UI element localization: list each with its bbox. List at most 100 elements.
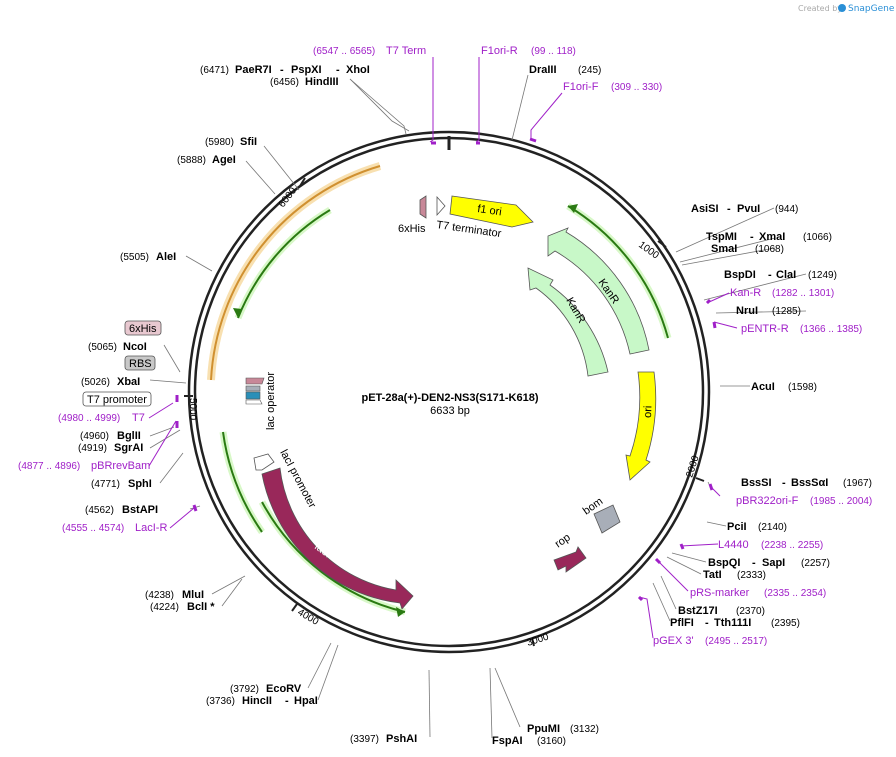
enzyme-bstapi[interactable]: BstAPI — [122, 504, 158, 516]
enzyme-sep-2: - — [336, 64, 340, 76]
kanr-inner-arrow[interactable] — [527, 267, 609, 377]
enzyme-draiii-pos: (245) — [578, 65, 601, 76]
ori-label: ori — [642, 405, 654, 418]
enzyme-bstz17i-pos: (2370) — [736, 606, 765, 617]
enzyme-sgrai-pos: (4919) — [78, 443, 107, 454]
brand-text: SnapGene — [848, 4, 895, 14]
plasmid-name: pET-28a(+)-DEN2-NS3(S171-K618) — [362, 392, 539, 404]
enzyme-tth111i[interactable]: Tth111I — [714, 617, 751, 629]
enzyme-pcii-pos: (2140) — [758, 522, 787, 533]
enzyme-agei[interactable]: AgeI — [212, 154, 236, 166]
box-6xhis[interactable] — [124, 320, 162, 336]
enzyme-bspqi[interactable]: BspQI — [708, 557, 740, 569]
enzyme-xbai-pos: (5026) — [81, 377, 110, 388]
enzyme-bcli[interactable]: BclI * — [187, 601, 215, 613]
kanr-outer-arrow[interactable] — [547, 227, 650, 355]
enzyme-alei[interactable]: AleI — [156, 251, 176, 263]
f1-ori-arrow[interactable] — [449, 195, 534, 228]
enzyme-sgrai[interactable]: SgrAI — [114, 442, 143, 454]
enzyme-xmai[interactable]: XmaI — [759, 231, 785, 243]
enzyme-fspai[interactable]: FspAI — [492, 735, 523, 747]
primer-laci-r[interactable]: LacI-R — [135, 522, 167, 534]
ori-arrow[interactable] — [625, 371, 657, 481]
enzyme-draiii[interactable]: DraIII — [529, 64, 557, 76]
enzyme-ecorv-pos: (3792) — [230, 684, 259, 695]
primer-pbrrevbam[interactable]: pBRrevBam — [91, 460, 150, 472]
primer-f1ori-r[interactable]: F1ori-R — [481, 45, 518, 57]
enzyme-ecorv[interactable]: EcoRV — [266, 683, 302, 695]
primer-l4440[interactable]: L4440 — [718, 539, 749, 551]
enzyme-ncoi[interactable]: NcoI — [123, 341, 147, 353]
primer-pentr-r-pos: (1366 .. 1385) — [800, 324, 862, 335]
enzyme-hpai[interactable]: HpaI — [294, 695, 318, 707]
enzyme-ppumi[interactable]: PpuMI — [527, 723, 560, 735]
laci-arrow[interactable] — [261, 467, 414, 610]
tick-1000-label: 1000 — [636, 240, 661, 262]
primer-f1ori-f[interactable]: F1ori-F — [563, 81, 599, 93]
enzyme-bglii-pos: (4960) — [80, 431, 109, 442]
enzyme-bsssi[interactable]: BssSI — [741, 477, 772, 489]
primer-t7-term[interactable]: T7 Term — [386, 45, 426, 57]
enzyme-pspxi[interactable]: PspXI — [291, 64, 322, 76]
enzyme-leader-lines — [149, 74, 807, 739]
enzyme-mlui[interactable]: MluI — [182, 589, 204, 601]
his-tag-shape[interactable] — [419, 195, 427, 219]
bom-shape[interactable] — [593, 504, 621, 534]
rop-arrow[interactable] — [553, 546, 587, 573]
enzyme-pvui-pos: (944) — [775, 204, 798, 215]
primer-pbr322ori-f[interactable]: pBR322ori-F — [736, 495, 799, 507]
primer-pgex3[interactable]: pGEX 3' — [653, 635, 694, 647]
box-t7-promoter[interactable] — [82, 391, 152, 407]
enzyme-nrui-pos: (1285) — [772, 306, 801, 317]
enzyme-xbai[interactable]: XbaI — [117, 376, 140, 388]
enzyme-paer7i[interactable]: PaeR7I — [235, 64, 272, 76]
enzyme-sfii[interactable]: SfiI — [240, 136, 257, 148]
enzyme-acui-pos: (1598) — [788, 382, 817, 393]
position-ticks — [184, 177, 705, 647]
primer-pentr-r[interactable]: pENTR-R — [741, 323, 789, 335]
enzyme-pvui[interactable]: PvuI — [737, 203, 760, 215]
box-6xhis-label: 6xHis — [129, 323, 157, 335]
enzyme-xmai-pos: (1066) — [803, 232, 832, 243]
enzyme-pcii[interactable]: PciI — [727, 521, 747, 533]
rop-label: rop — [553, 532, 573, 551]
enzyme-bstz17i[interactable]: BstZ17I — [678, 605, 718, 617]
enzyme-hincii-pos: (3736) — [206, 696, 235, 707]
primer-pbrrevbam-pos: (4877 .. 4896) — [18, 461, 80, 472]
enzyme-sep-1: - — [280, 64, 284, 76]
enzyme-hindiii[interactable]: HindIII — [305, 76, 339, 88]
enzyme-paer7i-pos: (6471) — [200, 65, 229, 76]
enzyme-pshai[interactable]: PshAI — [386, 733, 417, 745]
enzyme-smai[interactable]: SmaI — [711, 243, 737, 255]
primer-prs-marker[interactable]: pRS-marker — [690, 587, 750, 599]
enzyme-sep-7: - — [752, 557, 756, 569]
enzyme-bsssai[interactable]: BssSαI — [791, 477, 828, 489]
snapgene-logo-icon — [838, 4, 846, 12]
laci-promoter-shape[interactable] — [253, 453, 275, 471]
enzyme-bglii[interactable]: BglII — [117, 430, 141, 442]
enzyme-asisi[interactable]: AsiSI — [691, 203, 719, 215]
primer-kan-r[interactable]: Kan-R — [730, 287, 761, 299]
t7-terminator-shape[interactable] — [436, 195, 446, 217]
box-rbs-label: RBS — [129, 358, 152, 370]
enzyme-hincii[interactable]: HincII — [242, 695, 272, 707]
enzyme-tspmi[interactable]: TspMI — [706, 231, 737, 243]
enzyme-nrui[interactable]: NruI — [736, 305, 758, 317]
enzyme-tati[interactable]: TatI — [703, 569, 722, 581]
box-rbs[interactable] — [124, 355, 156, 371]
enzyme-sfii-pos: (5980) — [205, 137, 234, 148]
primer-t7[interactable]: T7 — [132, 412, 145, 424]
enzyme-tati-pos: (2333) — [737, 570, 766, 581]
enzyme-clai[interactable]: ClaI — [776, 269, 796, 281]
enzyme-pflfi[interactable]: PflFI — [670, 617, 694, 629]
enzyme-xhoi[interactable]: XhoI — [346, 64, 370, 76]
enzyme-acui[interactable]: AcuI — [751, 381, 775, 393]
enzyme-sphi-pos: (4771) — [91, 479, 120, 490]
enzyme-sphi[interactable]: SphI — [128, 478, 152, 490]
lac-operator-shapes[interactable] — [245, 377, 265, 405]
primer-t7-term-pos: (6547 .. 6565) — [313, 46, 375, 57]
enzyme-sapi[interactable]: SapI — [762, 557, 785, 569]
enzyme-pshai-pos: (3397) — [350, 734, 379, 745]
enzyme-bspdi[interactable]: BspDI — [724, 269, 756, 281]
f1-ori-label: f1 ori — [477, 203, 503, 218]
